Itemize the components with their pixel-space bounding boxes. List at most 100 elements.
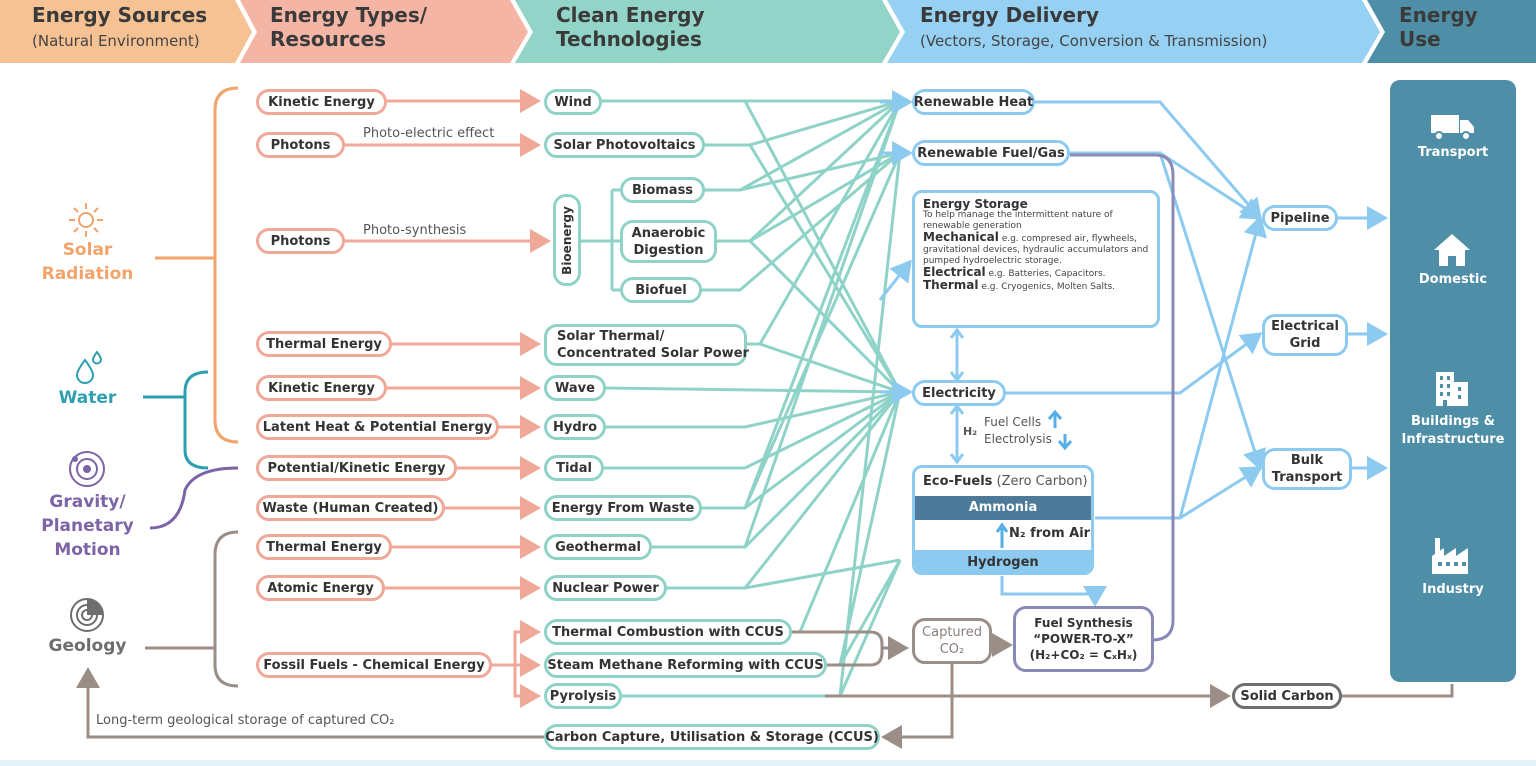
n2-from-air-note: N₂ from Air [1009,526,1091,541]
bulk-transport-line1: Bulk [1290,453,1324,468]
delivery-electrical-grid: Electrical Grid [1262,314,1348,356]
source-water: Water [30,386,145,410]
header-types-chevron [240,0,528,63]
type-tech-links [343,89,551,708]
ammonia-band: Ammonia [915,496,1091,520]
electrical-grid-line1: Electrical [1271,319,1339,334]
source-solar-line1: Solar [62,240,113,260]
type-potential-kinetic: Potential/Kinetic Energy [256,455,457,481]
electrolysis-down-arrow [1057,434,1073,451]
tech-energy-from-waste: Energy From Waste [544,495,702,521]
bulk-transport-line2: Transport [1271,470,1343,485]
note-fuel-cells: Fuel Cells [984,415,1042,429]
use-buildings-line1: Buildings & [1411,414,1495,429]
tech-wind: Wind [544,89,602,115]
energy-storage-panel: Energy Storage To help manage the interm… [912,190,1160,328]
note-photoelectric: Photo-electric effect [363,126,495,141]
use-buildings: Buildings & Infrastructure [1390,413,1516,449]
header-delivery: Energy Delivery (Vectors, Storage, Conve… [920,0,1360,63]
tech-nuclear: Nuclear Power [544,575,667,601]
house-icon [1434,234,1470,266]
use-transport: Transport [1417,145,1489,160]
delivery-links [878,90,1388,607]
storage-thermal-label: Thermal [923,278,979,292]
type-latent-heat: Latent Heat & Potential Energy [256,414,499,440]
tech-wave: Wave [544,375,606,401]
tech-anaerobic-digestion: Anaerobic Digestion [620,220,717,263]
tech-solar-thermal-line2: Concentrated Solar Power [557,346,749,361]
note-electrolysis: Electrolysis [984,432,1052,446]
tech-anaerobic-line1: Anaerobic [631,225,706,241]
source-solar-line2: Radiation [41,264,134,284]
type-thermal-energy-1: Thermal Energy [256,331,392,357]
header-delivery-subtitle: (Vectors, Storage, Conversion & Transmis… [920,32,1268,50]
header-sources: Energy Sources (Natural Environment) [32,0,242,63]
captured-co2-line1: Captured [922,625,982,640]
source-geology-line1: Geology [48,636,127,656]
storage-title: Energy Storage [923,197,1028,211]
synthesis-return-link [1070,153,1175,642]
delivery-electricity: Electricity [912,380,1006,406]
type-waste: Waste (Human Created) [256,495,445,521]
use-industry: Industry [1422,582,1484,597]
carbon-links [76,630,1454,749]
type-kinetic-energy-2: Kinetic Energy [256,375,387,401]
hydrogen-band: Hydrogen [915,550,1091,572]
header-sources-subtitle: (Natural Environment) [32,32,200,50]
elec-eco-updown [949,403,965,465]
type-kinetic-energy-1: Kinetic Energy [256,89,387,115]
header-sources-chevron [0,0,252,63]
header-tech-title-line2: Technologies [556,27,702,51]
type-atomic-energy: Atomic Energy [256,575,385,601]
building-icon [1436,372,1468,406]
factory-icon [1432,538,1468,574]
source-gravity: Gravity/ Planetary Motion [30,490,145,562]
header-tech-title-line1: Clean Energy [556,3,705,27]
eco-fuels-subtitle: (Zero Carbon) [992,474,1088,489]
bioenergy-links [580,188,622,292]
n2-up-arrow [995,522,1009,548]
delivery-pipeline: Pipeline [1262,205,1338,231]
delivery-renewable-heat: Renewable Heat [912,89,1035,115]
fuel-synthesis-line1: Fuel Synthesis [1034,616,1133,630]
tech-steam-methane-reforming: Steam Methane Reforming with CCUS [544,652,827,678]
header-delivery-chevron [887,0,1380,63]
tech-bioenergy-label: Bioenergy [559,205,574,275]
type-thermal-energy-2: Thermal Energy [256,534,392,560]
eco-fuels-panel: Eco-Fuels (Zero Carbon) Ammonia N₂ from … [912,465,1094,575]
earth-layers-icon [70,598,104,632]
note-h2: H₂ [963,425,978,438]
tech-solar-thermal: Solar Thermal/ Concentrated Solar Power [544,324,749,366]
tech-biofuel: Biofuel [620,277,702,303]
source-geology: Geology [30,634,145,658]
type-fossil-fuels: Fossil Fuels - Chemical Energy [256,652,492,678]
source-water-line1: Water [58,388,117,408]
header-delivery-title: Energy Delivery [920,3,1100,27]
tech-pyrolysis: Pyrolysis [544,683,622,709]
header-tech: Clean Energy Technologies [556,0,856,63]
tech-solar-pv: Solar Photovoltaics [544,132,705,158]
tech-tidal: Tidal [544,455,604,481]
storage-mechanical-desc: e.g. compresed air, flywheels, gravitati… [923,234,1149,266]
header-use-title-line2: Use [1399,27,1441,51]
fuel-synthesis-line3: (H₂+CO₂ = CₓHₓ) [1029,648,1138,662]
header-types-title-line2: Resources [270,27,387,51]
tech-thermal-combustion-ccus: Thermal Combustion with CCUS [544,619,792,645]
delivery-renewable-fuel-gas: Renewable Fuel/Gas [912,140,1070,166]
note-photosynthesis: Photo-synthesis [363,223,467,238]
header-types-title-line1: Energy Types/ [270,3,428,27]
sun-icon [69,203,103,237]
source-gravity-line1: Gravity/ [49,492,126,512]
source-brackets [143,86,239,688]
fuel-synthesis-line2: “POWER-TO-X” [1033,632,1134,646]
delivery-bulk-transport: Bulk Transport [1262,448,1352,490]
tech-bioenergy: Bioenergy [553,194,581,286]
bottom-band [0,760,1536,766]
eco-fuels-heading: Eco-Fuels (Zero Carbon) [923,474,1088,489]
planet-orbit-icon [69,451,105,487]
solid-carbon: Solid Carbon [1232,683,1342,709]
fuel-synthesis: Fuel Synthesis “POWER-TO-X” (H₂+CO₂ = Cₓ… [1013,606,1154,672]
truck-icon [1431,115,1474,141]
